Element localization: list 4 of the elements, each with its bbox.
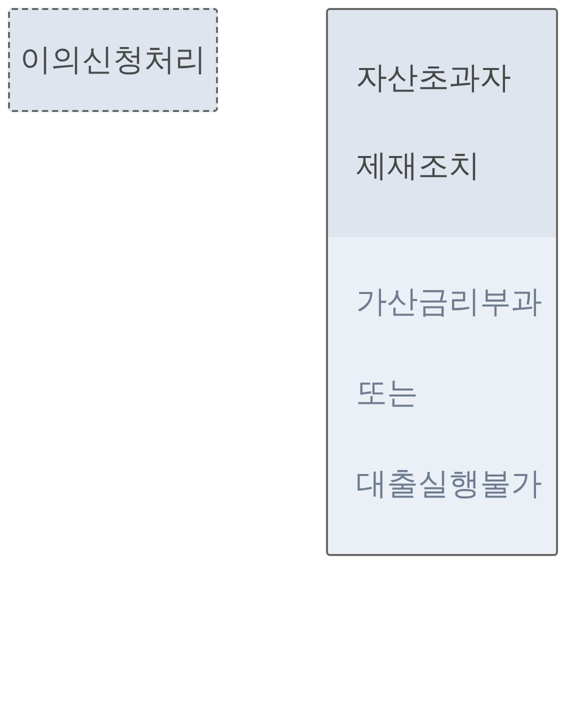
header-band: 자산초과자 제재조치 xyxy=(328,10,556,237)
body-text: 가산금리부과 또는 대출실행불가 xyxy=(355,283,543,504)
process-box: 이의신청처리 xyxy=(8,8,218,112)
process-box xyxy=(326,8,558,556)
